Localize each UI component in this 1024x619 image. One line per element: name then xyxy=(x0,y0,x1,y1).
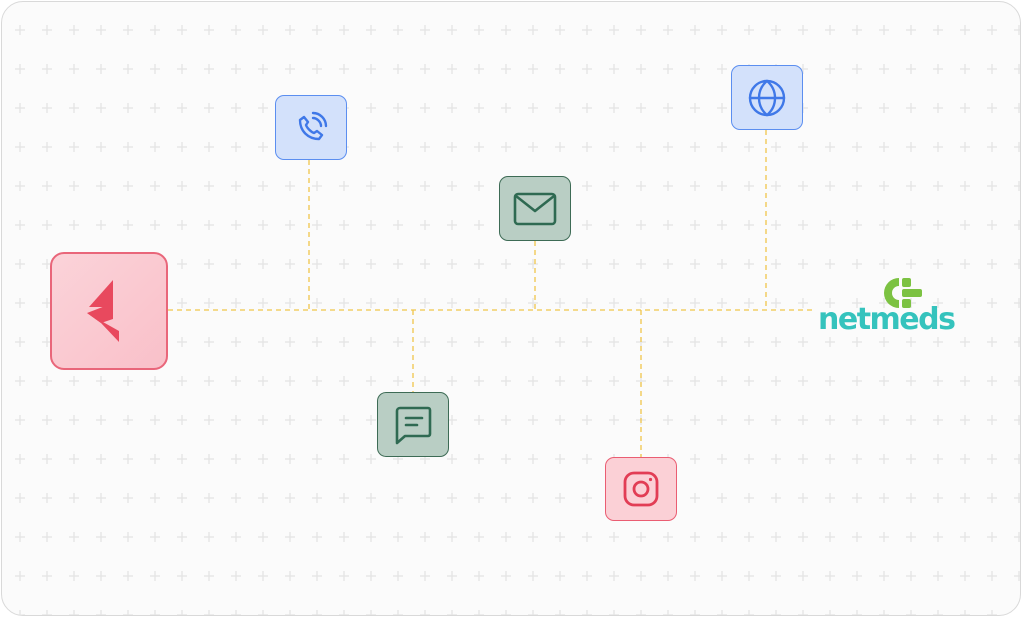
phone-call-icon xyxy=(298,111,328,140)
source-app-node[interactable] xyxy=(50,252,168,370)
instagram-icon xyxy=(623,471,659,507)
sms-channel-node[interactable] xyxy=(377,392,449,457)
web-channel-node[interactable] xyxy=(731,65,803,130)
instagram-channel-node[interactable] xyxy=(605,457,677,521)
mail-icon xyxy=(513,192,557,225)
destination-brand[interactable]: netmeds xyxy=(814,276,969,342)
message-icon xyxy=(395,406,432,444)
netmeds-wordmark: netmeds xyxy=(818,302,956,337)
email-channel-node[interactable] xyxy=(499,176,571,241)
netmeds-cross-logo-icon xyxy=(884,278,922,308)
red-arrow-logo-icon xyxy=(87,280,119,342)
phone-channel-node[interactable] xyxy=(275,95,347,160)
globe-icon xyxy=(748,79,786,116)
